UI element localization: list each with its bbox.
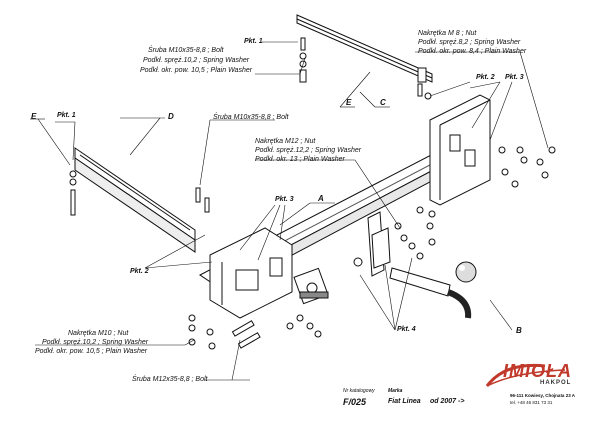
top-right-nut-line3: Podkł. okr. pow. 8,4 ; Plain Washer (418, 48, 527, 55)
hitch-bracket (353, 211, 391, 277)
brand-sub: HAKPOL (540, 380, 572, 386)
socket-plate (293, 267, 329, 305)
brand-name: IMIOŁA (503, 361, 572, 381)
top-bolt-line1: Śruba M10x35-8,8 ; Bolt (148, 47, 224, 54)
catalog-value: F/025 (343, 397, 367, 407)
left-bracket (209, 227, 293, 319)
top-right-nut-line1: Nakrętka M 8 ; Nut (418, 30, 477, 37)
pkt2-left: Pkt. 2 (130, 268, 149, 275)
right-bracket (429, 94, 491, 206)
bar-c (296, 14, 433, 83)
letter-a: A (318, 194, 324, 203)
mid-bolt-line1: Śruba M10x35-8,8 ; Bolt (213, 114, 289, 121)
ball-arm-b (389, 261, 477, 319)
letter-d: D (168, 112, 174, 121)
rail-d (74, 147, 196, 253)
pkt3-left: Pkt. 3 (275, 196, 294, 203)
pkt2-top: Pkt. 2 (476, 74, 495, 81)
letter-e-left: E (31, 112, 37, 121)
catalog-label: Nr katalogowy (343, 388, 375, 394)
pkt1-top: Pkt. 1 (244, 38, 263, 45)
brand-phone: tel. +48 46 831 73 31 (510, 400, 553, 405)
pkt1-left: Pkt. 1 (57, 112, 76, 119)
top-bolt-line2: Podkł. spręż.10,2 ; Spring Washer (143, 57, 250, 64)
imiola-logo (485, 363, 566, 387)
letter-e-top: E (346, 98, 352, 107)
top-right-nut-line2: Podkł. spręż.8,2 ; Spring Washer (418, 39, 521, 46)
make-value: Fiat Linea (388, 398, 421, 405)
bottom-nut-line3: Podkł. okr. pow. 10,5 ; Plain Washer (35, 348, 148, 355)
center-nut-line1: Nakrętka M12 ; Nut (255, 138, 316, 145)
letter-c: C (380, 98, 386, 107)
letter-b: B (516, 326, 522, 335)
make-label: Marka (388, 388, 403, 394)
center-nut-line2: Podkł. spręż.12,2 ; Spring Washer (255, 147, 362, 154)
brand-address: 96-111 Kowiesy, Chojnata 23 A (510, 393, 576, 398)
bottom-nut-line2: Podkł. spręż.10,2 ; Spring Washer (42, 339, 149, 346)
year-value: od 2007 -> (430, 398, 465, 405)
bottom-nut-line1: Nakrętka M10 ; Nut (68, 330, 129, 337)
pkt3-right: Pkt. 3 (505, 74, 524, 81)
fasteners (69, 37, 556, 350)
bottom-bolt-line1: Śruba M12x35-8,8 ; Bolt (132, 376, 208, 383)
pkt4: Pkt. 4 (397, 326, 416, 333)
center-nut-line3: Podkł. okr. 13 ; Plain Washer (255, 156, 345, 163)
top-bolt-line3: Podkł. okr. pow. 10,5 ; Plain Washer (140, 67, 253, 74)
leader-lines (30, 41, 549, 381)
